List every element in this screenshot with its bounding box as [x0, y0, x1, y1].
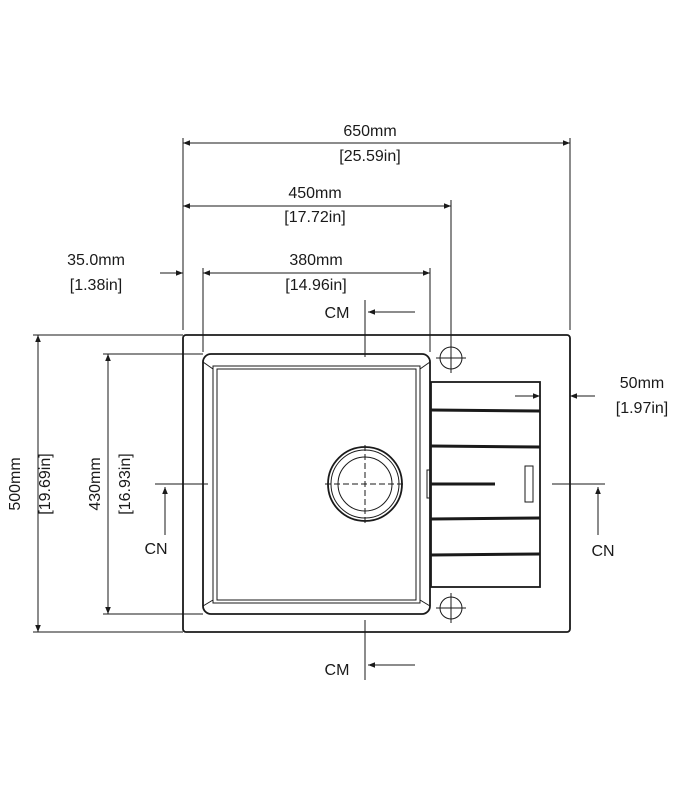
- dimension-lines: [33, 138, 595, 633]
- bowl-width-mm: 380mm: [289, 252, 342, 269]
- section-cn-left: CN: [144, 541, 167, 558]
- overall-depth-in: [19.69in]: [37, 453, 54, 514]
- right-margin-mm: 50mm: [620, 375, 664, 392]
- overall-width-mm: 650mm: [343, 123, 396, 140]
- bowl-depth-in: [16.93in]: [117, 453, 134, 514]
- drainboard: [426, 381, 541, 588]
- drain: [325, 445, 405, 523]
- section-markers: [155, 300, 605, 680]
- section-cm-top: CM: [325, 305, 350, 322]
- left-margin-mm: 35.0mm: [67, 252, 125, 269]
- bowl-width-in: [14.96in]: [285, 277, 346, 294]
- bowl-depth-mm: 430mm: [87, 457, 104, 510]
- right-margin-in: [1.97in]: [616, 400, 668, 417]
- left-margin-in: [1.38in]: [70, 277, 122, 294]
- section-cn-right: CN: [591, 543, 614, 560]
- bowl-to-hole-mm: 450mm: [288, 185, 341, 202]
- overall-depth-mm: 500mm: [7, 457, 24, 510]
- section-cm-bottom: CM: [325, 662, 350, 679]
- bowl-to-hole-in: [17.72in]: [284, 209, 345, 226]
- tap-holes: [436, 343, 466, 623]
- overall-width-in: [25.59in]: [339, 148, 400, 165]
